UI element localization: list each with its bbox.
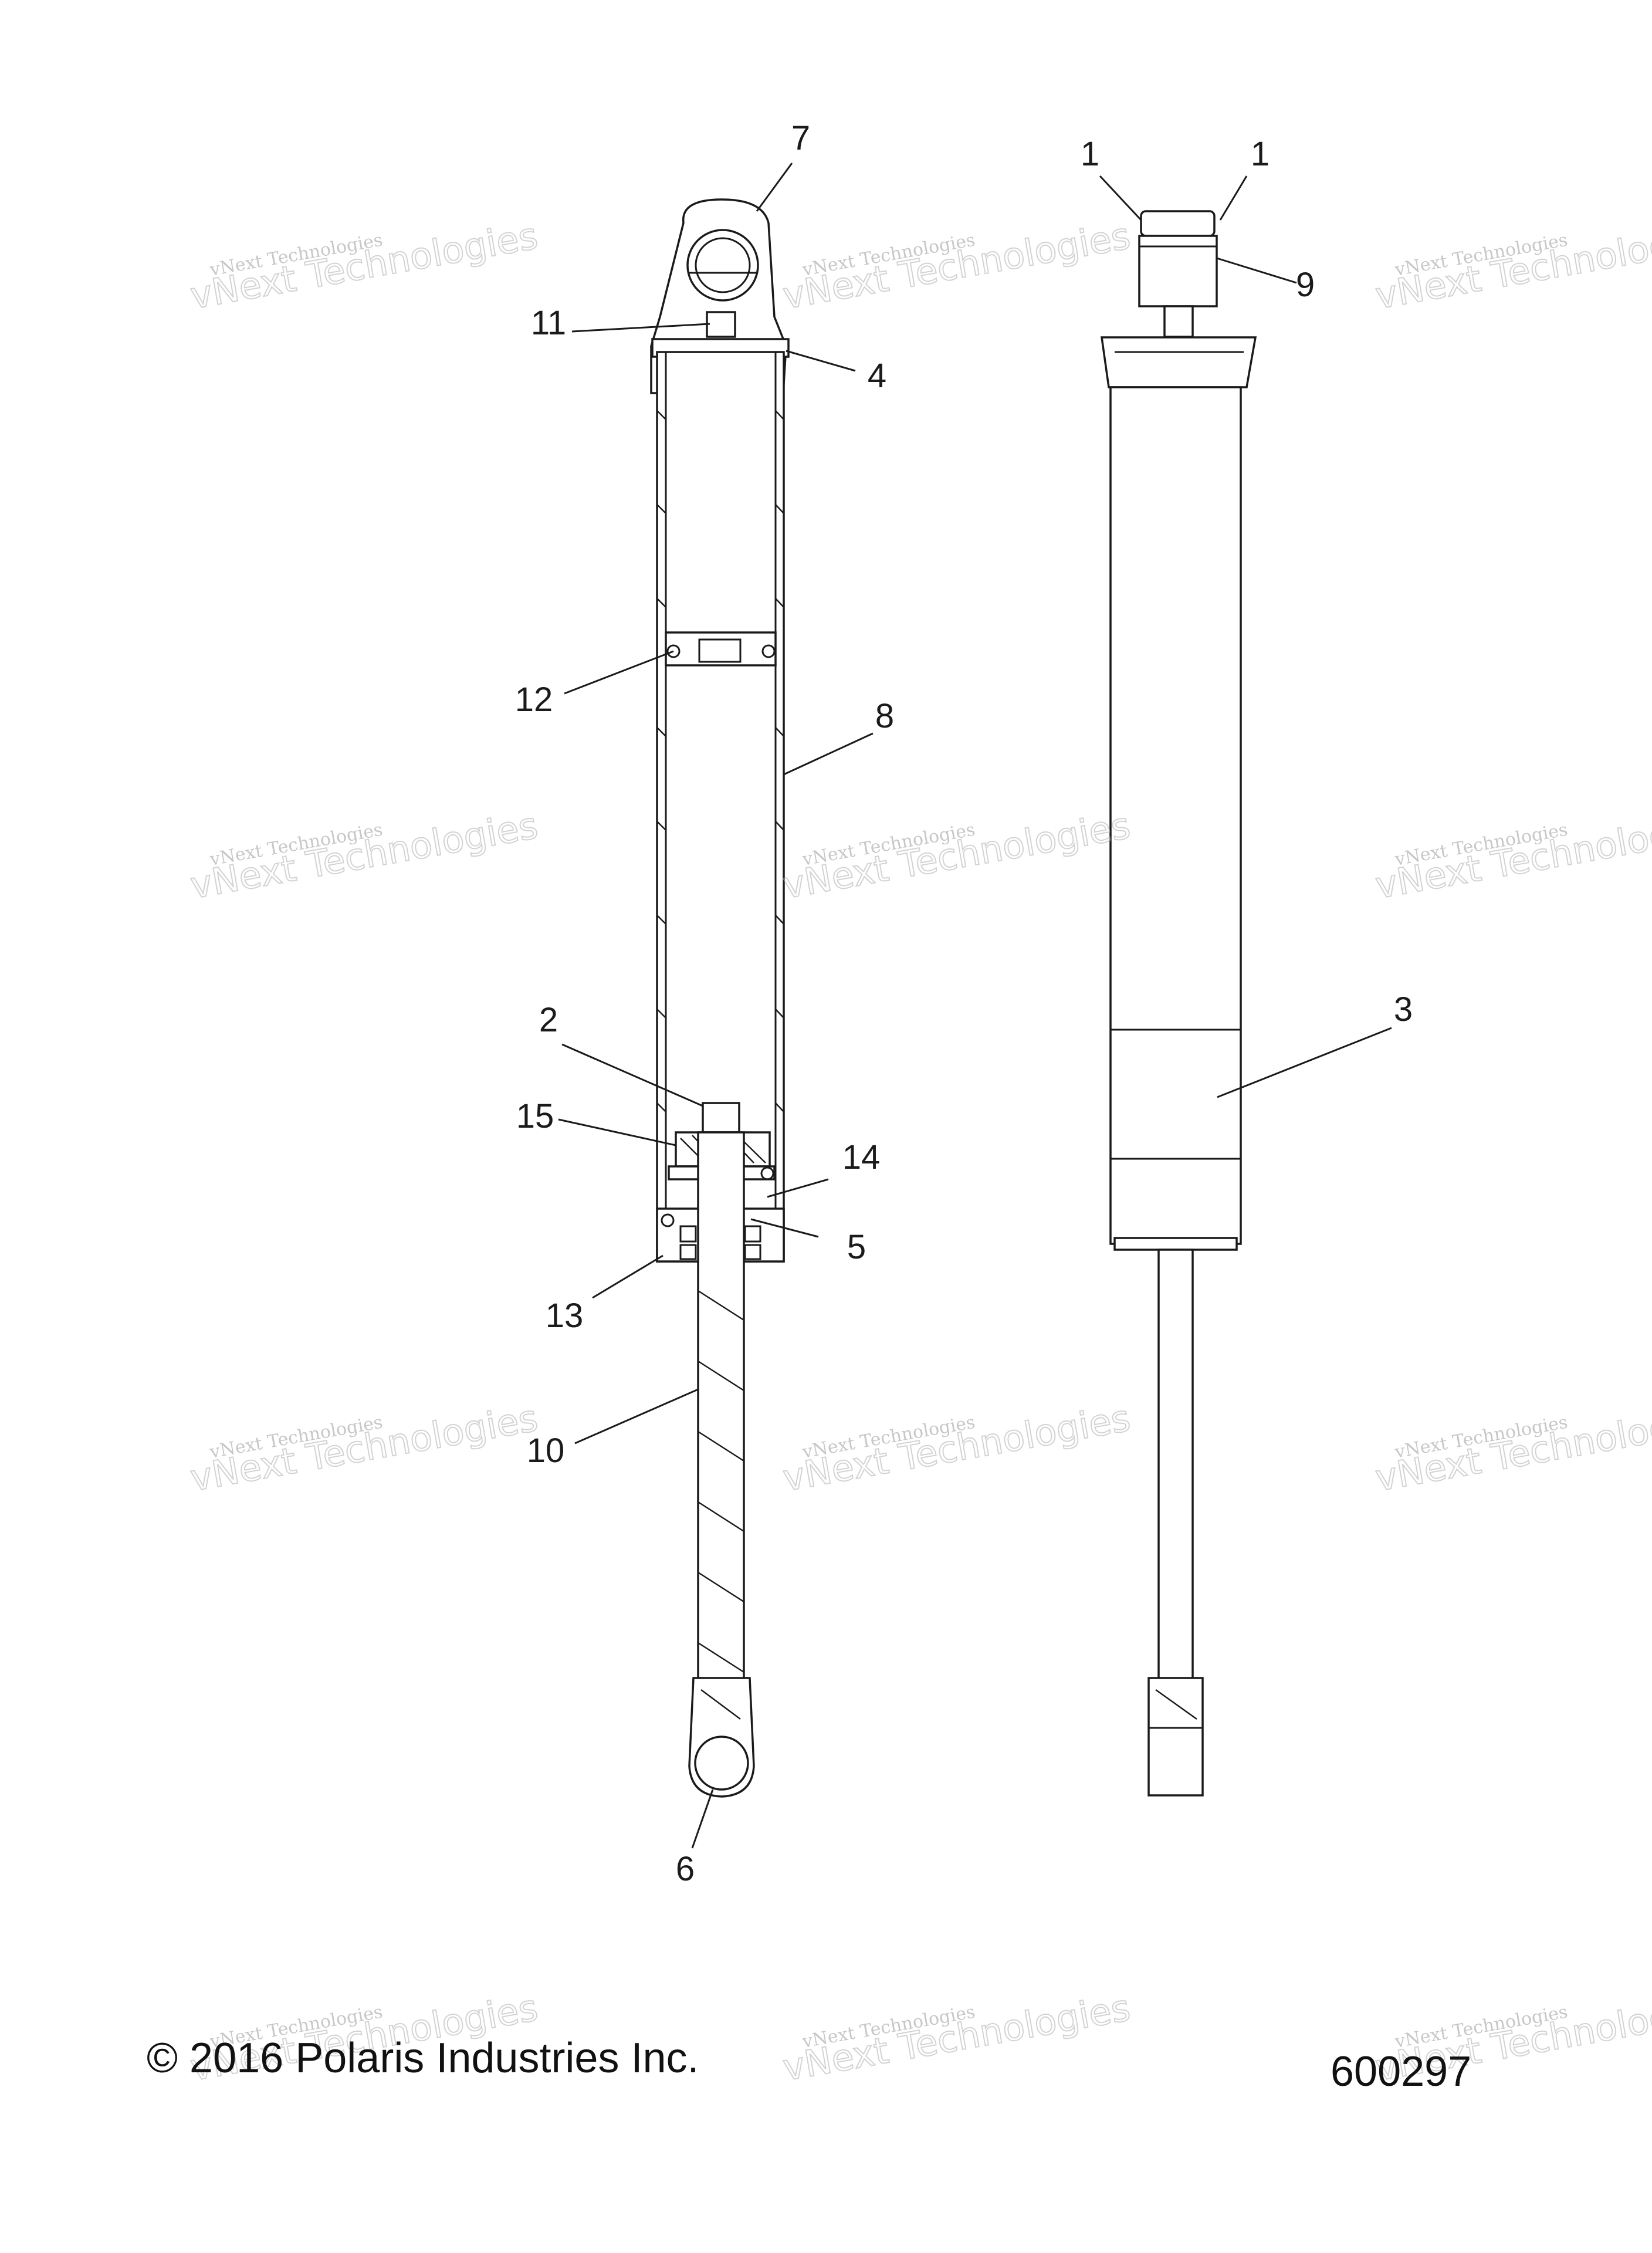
watermark: vNext Technologies vNext Technologies [779,214,1134,318]
svg-text:vNext Technologies: vNext Technologies [780,214,1133,317]
watermark: vNext Technologies vNext Technologies [1372,803,1652,908]
watermark: vNext Technologies vNext Technologies [1372,1396,1652,1500]
callout-14: 14 [842,1138,881,1176]
bottom-eye-external [1147,1677,1204,1797]
callout-7: 8 [875,697,894,735]
watermark: vNext Technologies vNext Technologies [779,1396,1134,1500]
callout-2: 2 [539,1001,558,1039]
piston-shaft [697,1131,745,1691]
copyright-notice: © 2016 Polaris Industries Inc. [147,2035,699,2082]
shaft-hatching [698,1290,744,1673]
eye-bushing-outer [686,229,759,302]
adjuster-collar [1138,235,1218,307]
callout-11: 11 [531,304,566,342]
callout-labels: 7 1 1 9 11 4 12 8 3 2 15 14 5 13 10 6 [515,119,1413,1888]
leader-lines [558,163,1392,1849]
svg-text:vNext Technologies: vNext Technologies [780,1986,1133,2089]
svg-text:vNext Technologies: vNext Technologies [780,1396,1133,1500]
shaft-external [1157,1249,1194,1691]
callout-3: 3 [1394,990,1413,1029]
callout-12: 12 [515,681,553,719]
callout-15: 15 [516,1097,554,1135]
callout-9: 6 [676,1850,695,1888]
adjuster-knob-cap [1140,210,1216,237]
left-shock-assembly [650,198,790,1798]
piston-nut [702,1102,740,1134]
callout-1b: 1 [1251,135,1270,173]
tube-wall-hatching [656,410,784,1112]
right-shock-assembly [1100,210,1257,1797]
svg-text:vNext Technologies: vNext Technologies [187,804,541,907]
svg-text:vNext Technologies: vNext Technologies [780,804,1133,907]
watermark: vNext Technologies vNext Technologies [187,803,541,908]
body-cap [1100,336,1257,388]
svg-text:vNext Technologies: vNext Technologies [187,214,541,317]
callout-6: 7 [791,119,810,157]
callout-4: 4 [868,357,886,395]
watermark: vNext Technologies vNext Technologies [187,214,541,318]
floating-piston [665,631,777,667]
body-end-cap [1113,1237,1238,1251]
svg-text:vNext Technologies: vNext Technologies [187,1396,541,1500]
shock-body [1109,386,1242,1245]
callout-10: 10 [527,1432,565,1470]
eye-bushing-inner [695,237,751,293]
bottom-eye-bushing [694,1736,749,1791]
watermark-grid: vNext Technologies vNext Technologies vN… [187,214,1652,2090]
valve-stem [1163,305,1194,338]
callout-1a: 1 [1081,135,1099,173]
watermark: vNext Technologies vNext Technologies [187,1396,541,1500]
callout-8: 9 [1296,266,1315,304]
watermark: vNext Technologies vNext Technologies [1372,214,1652,318]
callout-13: 13 [546,1297,584,1335]
figure-number: 600297 [1331,2048,1471,2095]
watermark: vNext Technologies vNext Technologies [779,803,1134,908]
callout-5: 5 [847,1228,866,1266]
watermark: vNext Technologies vNext Technologies [779,1985,1134,2090]
schrader-valve [706,311,736,338]
